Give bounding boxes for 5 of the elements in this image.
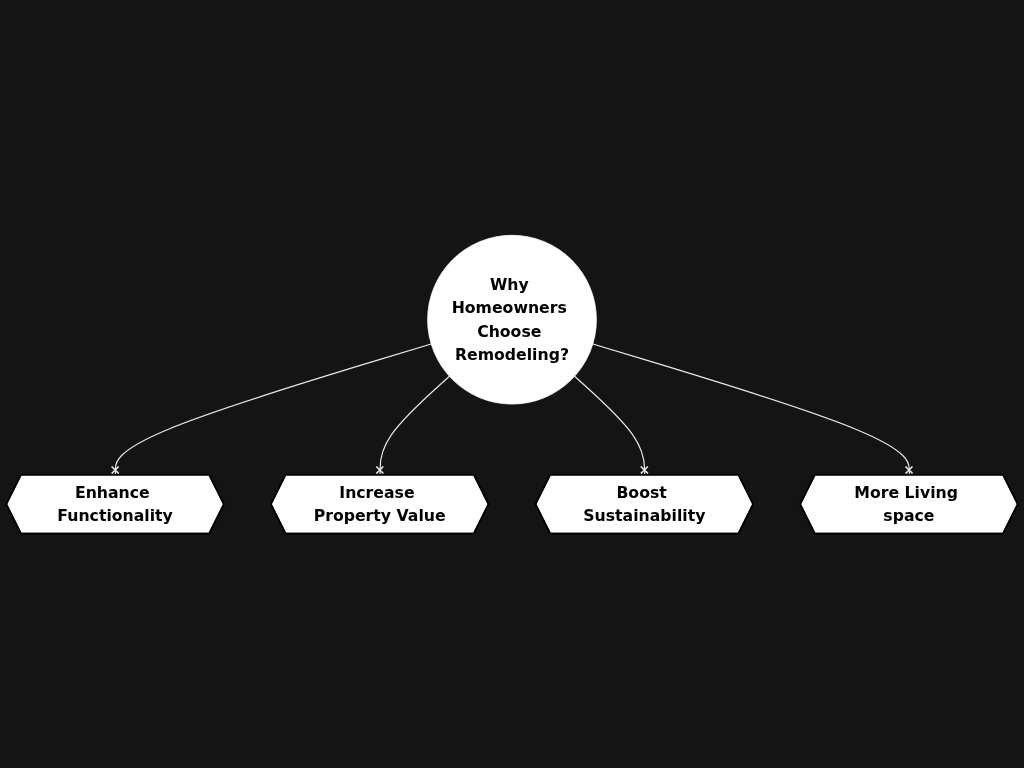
connector bbox=[375, 375, 450, 476]
connector bbox=[110, 343, 432, 476]
node-circle: Why Homeowners Choose Remodeling? bbox=[427, 234, 597, 405]
connector bbox=[574, 375, 649, 476]
connector bbox=[592, 343, 914, 476]
